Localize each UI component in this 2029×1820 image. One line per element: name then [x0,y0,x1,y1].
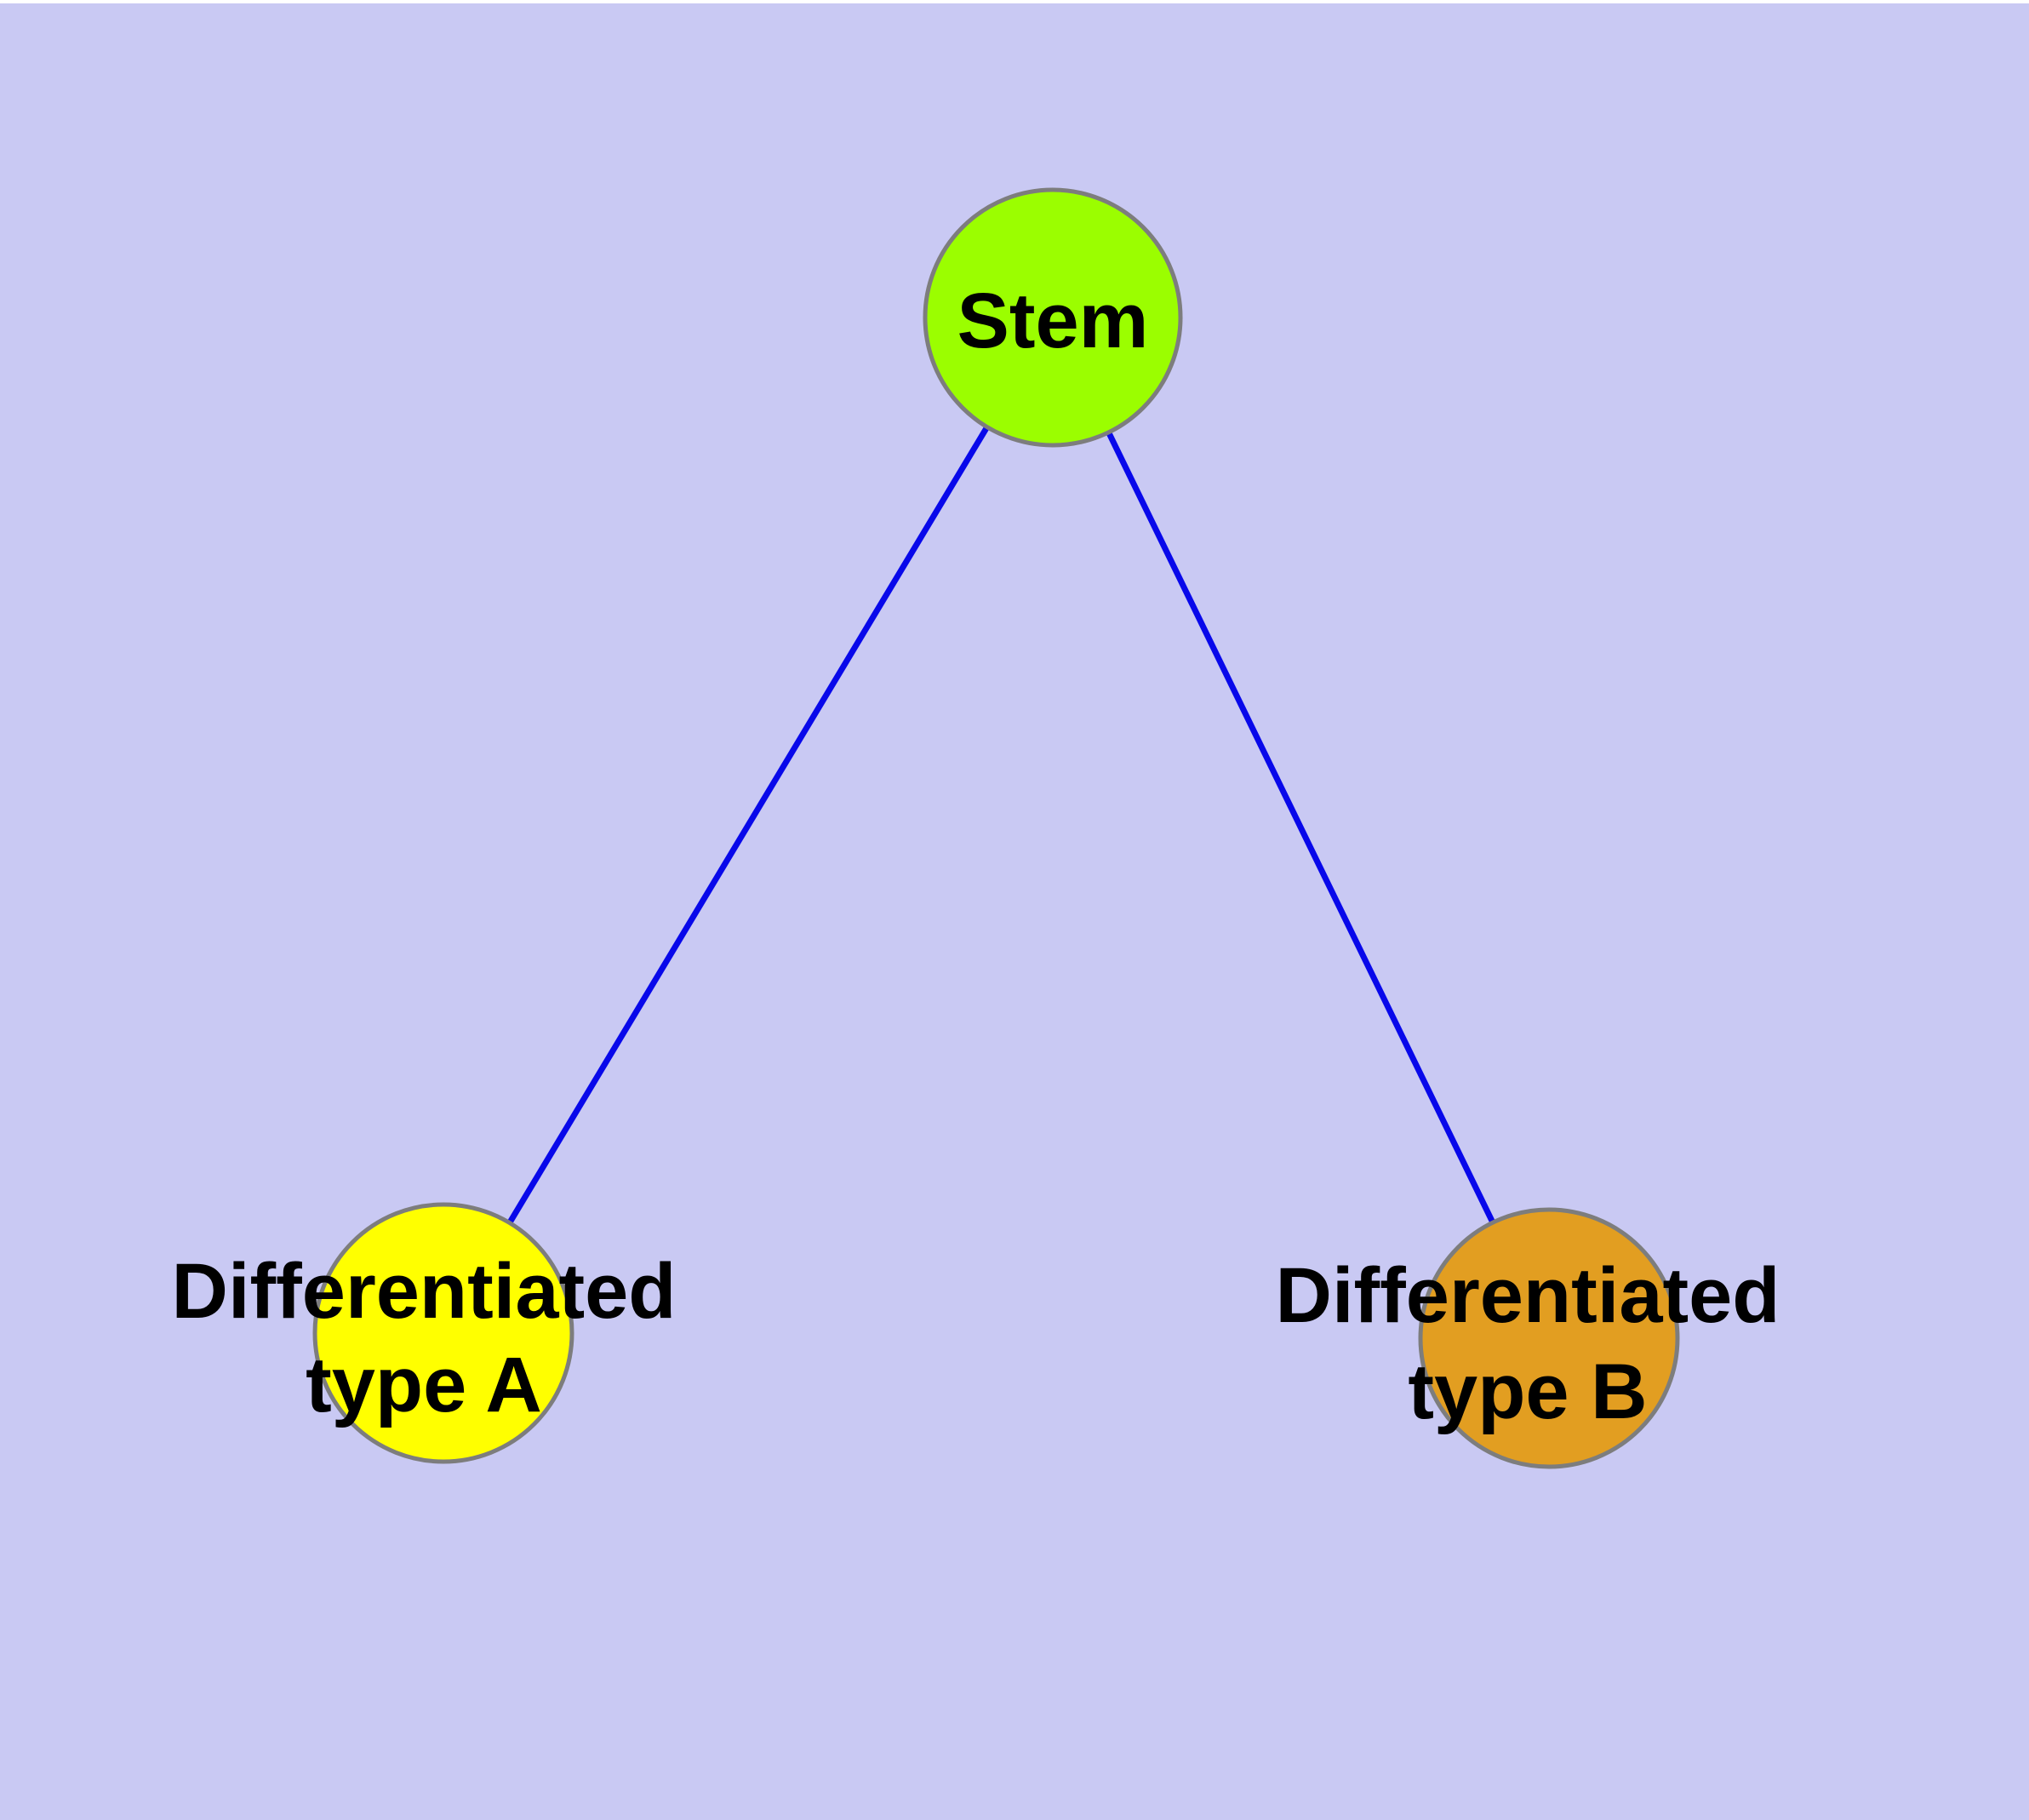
stem-node-circle [923,187,1183,448]
type-a-label-line1: Differentiated [172,1248,677,1335]
type-b-label-line2: type B [1408,1348,1647,1435]
type-a-node-circle [312,1202,574,1464]
type-b-label-line1: Differentiated [1276,1252,1780,1339]
edge-stem-to-type-a [440,316,1056,1335]
type-b-node-circle [1418,1207,1680,1469]
edge-stem-to-type-b [1049,316,1552,1340]
stem-node-label: Stem [957,278,1149,364]
type-a-label-line2: type A [306,1342,542,1428]
